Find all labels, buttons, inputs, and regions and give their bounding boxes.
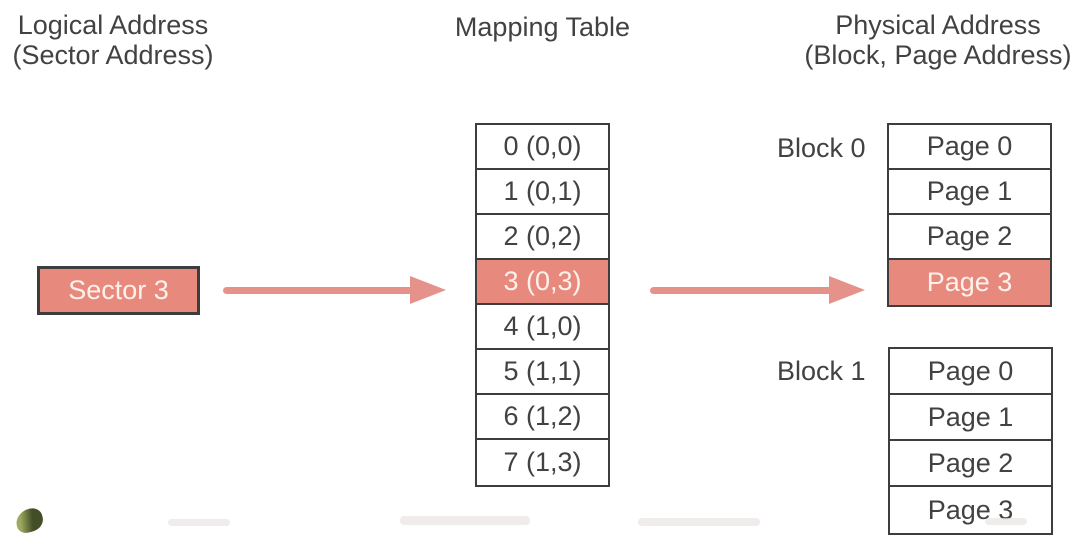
page-row: Page 1 [890,395,1051,441]
sector-3-box: Sector 3 [37,266,200,315]
arrow-mapping-to-physical-head-icon [829,276,865,304]
page-row: Page 2 [889,215,1050,260]
page-row: Page 2 [890,441,1051,487]
watermark-smudge [985,518,1027,525]
mapping-table-row: 5 (1,1) [477,350,608,395]
logical-address-heading: Logical Address (Sector Address) [2,10,224,70]
watermark-smudge [168,519,230,526]
page-row-highlighted: Page 3 [889,260,1050,305]
mapping-table-row: 4 (1,0) [477,305,608,350]
page-row: Page 0 [890,349,1051,395]
page-row: Page 1 [889,170,1050,215]
arrow-logical-to-mapping-icon [223,287,413,294]
physical-address-heading: Physical Address (Block, Page Address) [788,10,1088,70]
arrow-mapping-to-physical-icon [650,287,832,294]
page-row: Page 3 [890,487,1051,533]
physical-address-heading-line1: Physical Address [835,10,1041,40]
block-0-page-table: Page 0 Page 1 Page 2 Page 3 [887,123,1052,307]
physical-address-heading-line2: (Block, Page Address) [804,40,1072,70]
logical-address-heading-line1: Logical Address [17,10,209,40]
mapping-table-row: 0 (0,0) [477,125,608,170]
block-1-page-table: Page 0 Page 1 Page 2 Page 3 [888,347,1053,535]
watermark-smudge [638,518,760,526]
mapping-table-heading: Mapping Table [430,12,655,42]
watermark-logo-icon [13,506,46,535]
page-row: Page 0 [889,125,1050,170]
mapping-table: 0 (0,0) 1 (0,1) 2 (0,2) 3 (0,3) 4 (1,0) … [475,123,610,487]
mapping-table-heading-line1: Mapping Table [454,12,631,42]
mapping-table-row: 6 (1,2) [477,395,608,440]
sector-3-label: Sector 3 [68,275,169,305]
logical-address-heading-line2: (Sector Address) [12,40,214,70]
watermark-smudge [400,516,530,525]
mapping-table-row: 1 (0,1) [477,170,608,215]
block-1-label: Block 1 [777,356,866,386]
block-0-label: Block 0 [777,133,866,163]
arrow-logical-to-mapping-head-icon [410,276,446,304]
mapping-table-row: 7 (1,3) [477,440,608,485]
mapping-table-row-highlighted: 3 (0,3) [477,260,608,305]
mapping-table-row: 2 (0,2) [477,215,608,260]
